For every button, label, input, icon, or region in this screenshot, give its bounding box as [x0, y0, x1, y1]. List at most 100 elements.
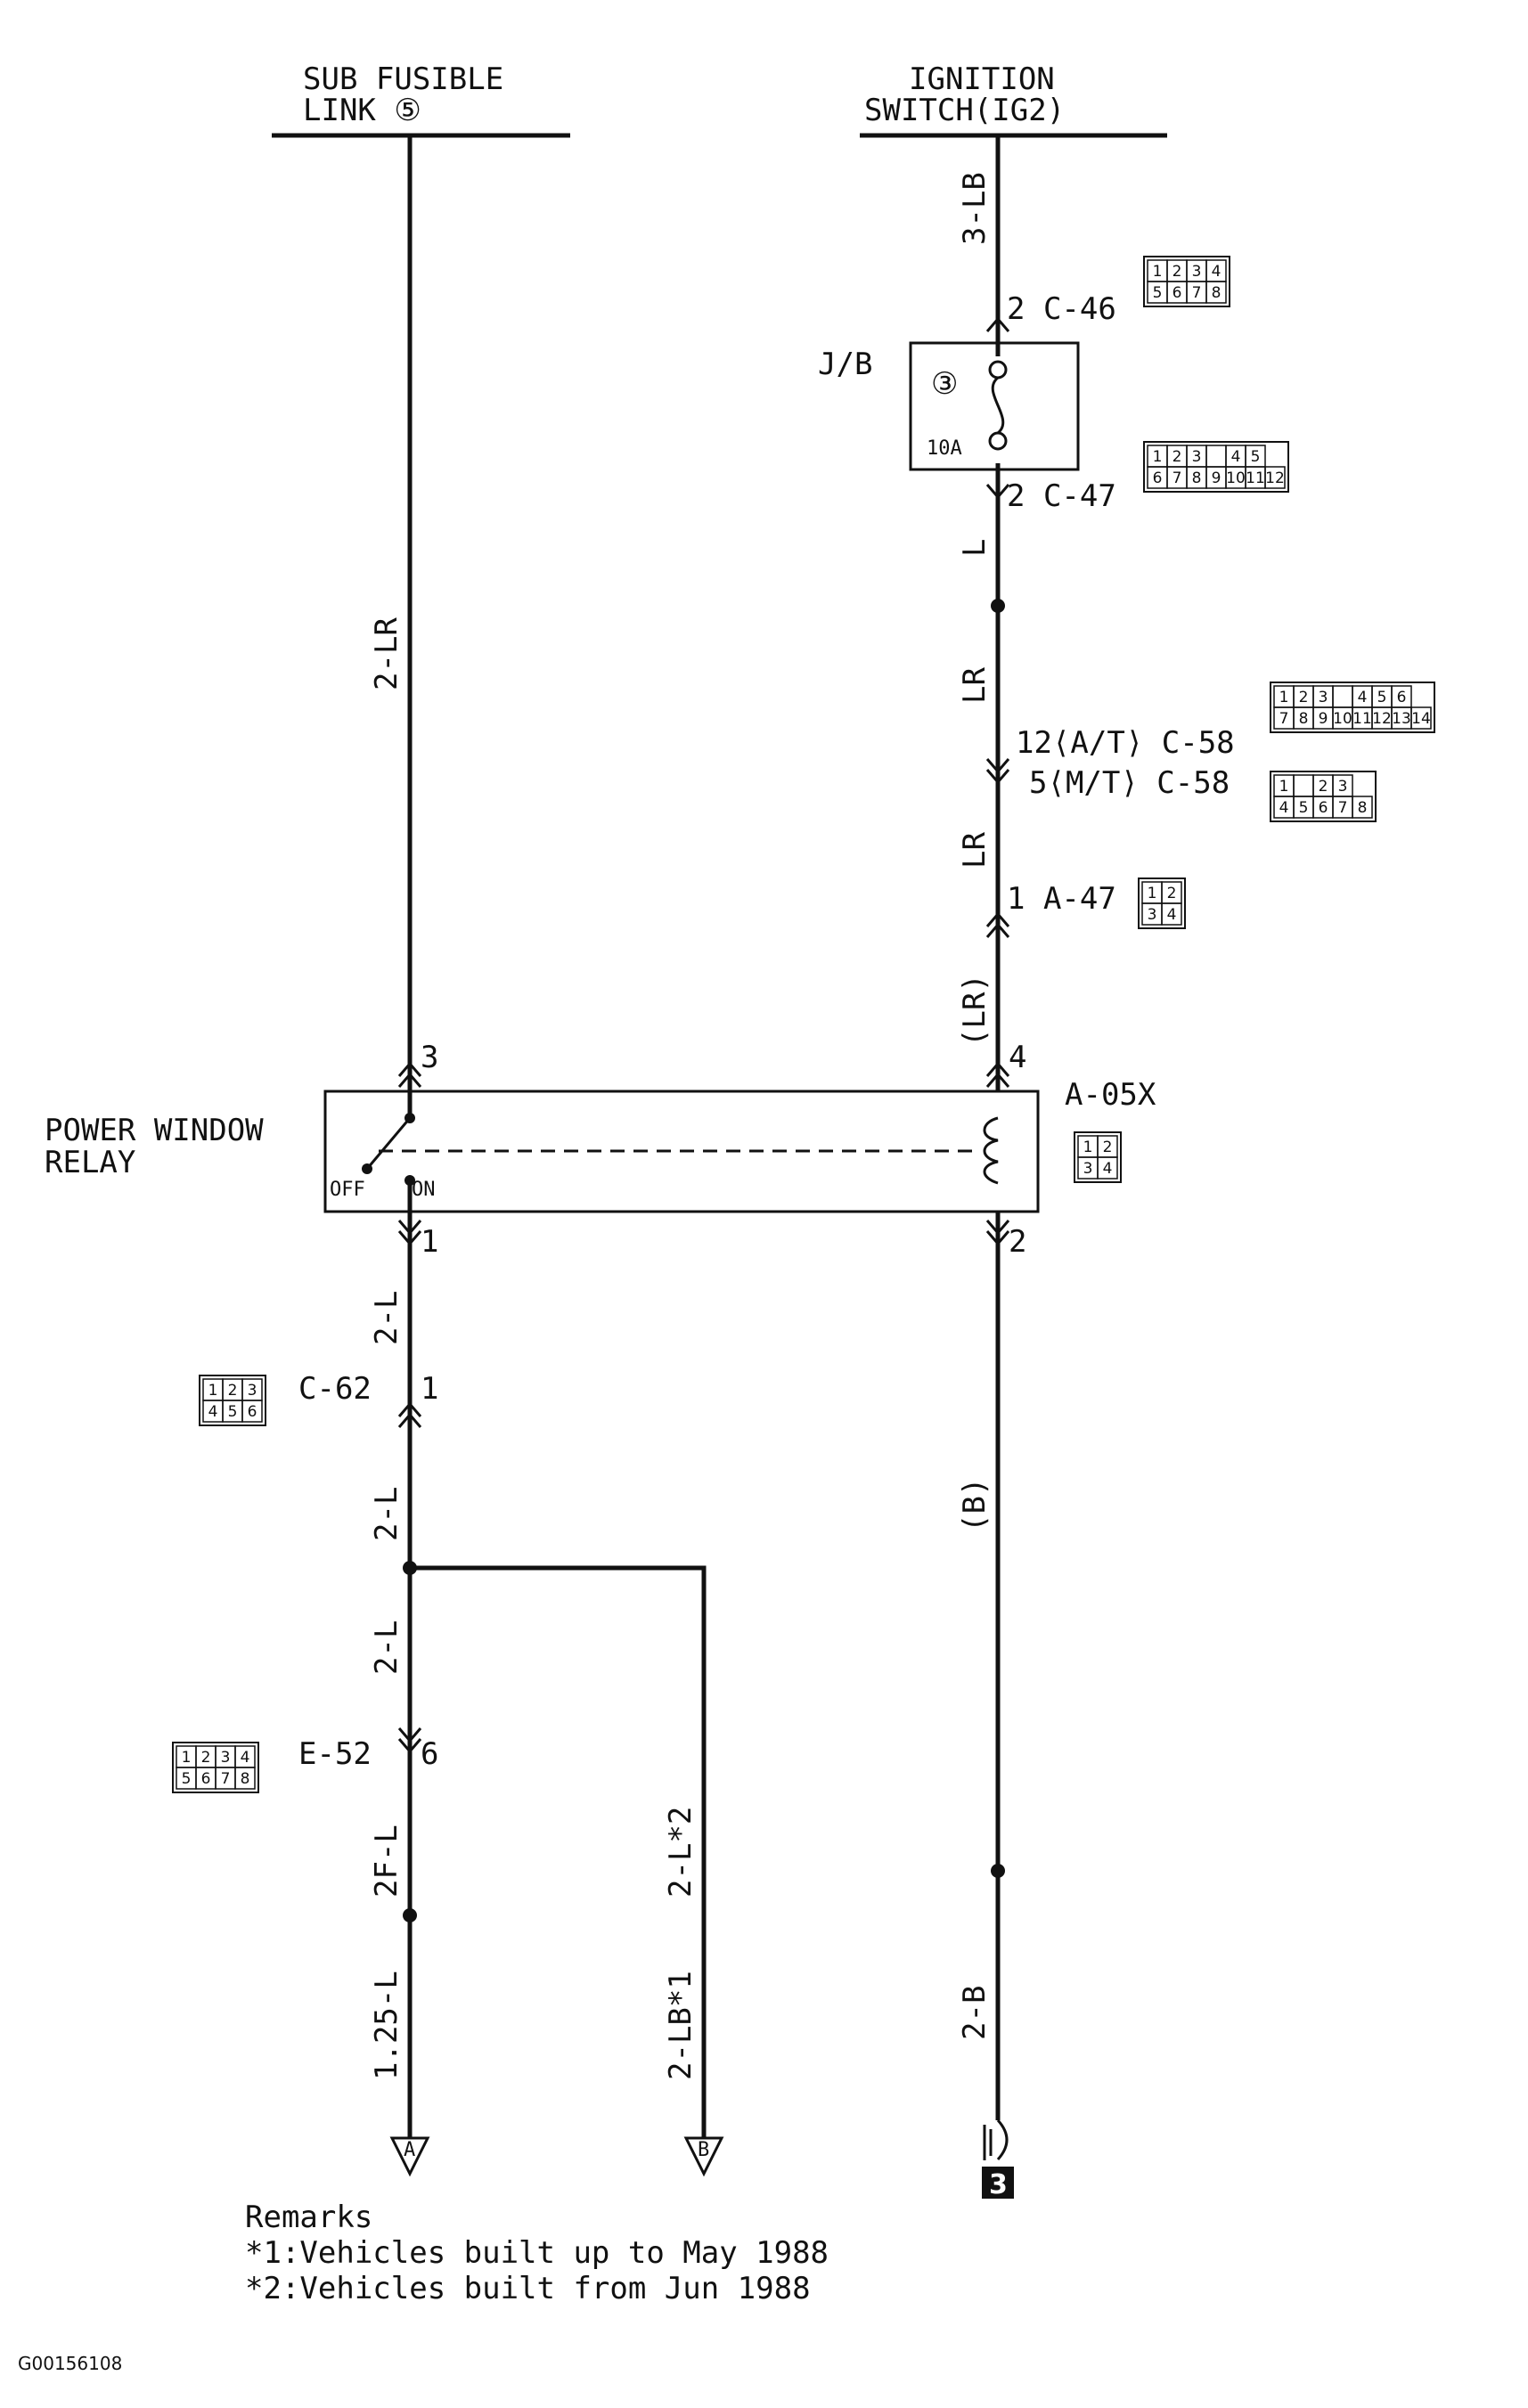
remarks-note-1: *1:Vehicles built up to May 1988 [245, 2235, 829, 2271]
connector-cell-label: 7 [1338, 799, 1348, 817]
splice-left-lower [403, 1908, 417, 1922]
connector-cell-label: 2 [1319, 778, 1328, 796]
pin3-mark [397, 1061, 422, 1088]
connector-cell-label: 3 [1083, 1160, 1093, 1178]
relay-switch-blade [365, 1117, 412, 1170]
a47-mark [985, 911, 1010, 938]
connector-cell-label: 5 [1377, 689, 1387, 706]
connector-pin-c62: 1 [421, 1371, 438, 1407]
connector-cell-label: 11 [1246, 469, 1265, 487]
connector-cell-label: 12 [1265, 469, 1285, 487]
terminal-a: A [389, 2136, 430, 2177]
c62-mark [397, 1401, 422, 1428]
ground-point: 3 [982, 2118, 1014, 2200]
ignition-switch-header: IGNITION SWITCH(IG2) [860, 61, 1167, 138]
ground-icon [983, 2118, 1009, 2161]
connector-cell-label: 2 [1167, 885, 1177, 902]
remarks-note-2: *2:Vehicles built from Jun 1988 [245, 2271, 811, 2306]
sub-fusible-title-line1: SUB FUSIBLE [303, 61, 503, 97]
fuse-terminal-bottom [988, 431, 1008, 451]
connector-cell-label: 3 [221, 1749, 231, 1767]
wire-label-2lr: 2-LR [369, 617, 404, 690]
connector-cell-label: 6 [201, 1770, 211, 1788]
connector-cell-label: 1 [1279, 689, 1289, 706]
connector-cell [234, 1767, 256, 1790]
relay-box [323, 1090, 1040, 1213]
relay-pin-3: 3 [421, 1040, 438, 1075]
connector-cell-label: 2 [201, 1749, 211, 1767]
splice-right-lower [991, 1864, 1005, 1878]
relay-pin-2: 2 [1009, 1224, 1026, 1260]
wire-label-b-paren: (B) [957, 1478, 993, 1532]
wire-labels: 3-LB L LR LR (LR) 2-LR 2-L 2-L 2-L 2F-L … [369, 172, 993, 2080]
connector-label-a05x: A-05X [1065, 1077, 1156, 1113]
terminal-b-label: B [698, 2139, 709, 2161]
connector-cell-label: 6 [1153, 469, 1163, 487]
relay-label-line1: POWER WINDOW [45, 1113, 264, 1148]
wire-label-2l-a: 2-L [369, 1291, 404, 1345]
connector-cell [1161, 902, 1182, 926]
sub-fusible-title-line2: LINK ⑤ [303, 93, 421, 128]
connector-cell-label: 2 [1173, 263, 1182, 281]
connector-cell-label: 5 [1153, 284, 1163, 302]
connector-cell-label: 8 [1212, 284, 1222, 302]
jb-box [909, 341, 1080, 471]
sub-fusible-link-header: SUB FUSIBLE LINK ⑤ [272, 61, 570, 138]
relay-off-label: OFF [330, 1179, 365, 1201]
relay-pin-4: 4 [1009, 1040, 1026, 1075]
connector-cell [1205, 281, 1227, 304]
connector-cell-label: 3 [1192, 263, 1202, 281]
connector-cell [1410, 706, 1432, 730]
connector-cell-label: 10 [1333, 710, 1352, 728]
connector-label-e52: E-52 [298, 1736, 372, 1772]
terminal-a-label: A [404, 2139, 415, 2161]
connector-cell [241, 1400, 263, 1423]
connector-cell-label: 2 [228, 1382, 238, 1400]
connector-cell [1352, 796, 1373, 819]
connector-cell-label: 4 [1103, 1160, 1113, 1178]
wire-branch-b [410, 1565, 707, 2138]
wire-label-lr-top: LR [957, 667, 993, 704]
connector-cell-label: 7 [1279, 710, 1289, 728]
splice-right-upper [991, 599, 1005, 613]
connector-cell-label: 7 [1173, 469, 1182, 487]
connector-cell-label: 12 [1372, 710, 1392, 728]
connector-cell-label: 1 [182, 1749, 192, 1767]
c58-mark [985, 758, 1010, 785]
connector-cell-label: 6 [248, 1403, 257, 1421]
wire-label-2l2: 2-L*2 [663, 1807, 699, 1898]
connector-label-c46: 2 C-46 [1007, 291, 1116, 327]
connector-cell-label: 5 [182, 1770, 192, 1788]
connector-cell-label: 6 [1397, 689, 1407, 706]
connector-cell-label: 3 [1319, 689, 1328, 706]
connector-cell-label: 4 [241, 1749, 250, 1767]
power-window-relay: POWER WINDOW RELAY OFF ON 3 4 1 2 [45, 1040, 1040, 1260]
c46-mark [985, 316, 1010, 332]
e52-mark [397, 1727, 422, 1754]
splice-left [403, 1561, 417, 1575]
connector-cell-label: 1 [1153, 263, 1163, 281]
connector-cell-label: 7 [1192, 284, 1202, 302]
pin1-mark [397, 1220, 422, 1246]
ignition-title-line2: SWITCH(IG2) [864, 93, 1065, 128]
relay-label-line2: RELAY [45, 1145, 135, 1180]
connector-cell-label: 4 [208, 1403, 218, 1421]
ignition-title-line1: IGNITION [909, 61, 1055, 97]
wire-label-3lb: 3-LB [957, 172, 993, 245]
jb-label: J/B [818, 347, 872, 382]
connector-cell-label: 13 [1392, 710, 1411, 728]
connector-cell-label: 1 [208, 1382, 218, 1400]
connector-cell-label: 3 [1148, 906, 1157, 924]
terminal-b: B [683, 2136, 724, 2177]
connector-cell-label: 9 [1319, 710, 1328, 728]
connector-label-a47: 1 A-47 [1007, 881, 1116, 917]
c47-mark [985, 484, 1010, 500]
connector-cell-label: 4 [1358, 689, 1368, 706]
wire-label-2l-c: 2-L [369, 1620, 404, 1675]
connector-cell-label: 10 [1226, 469, 1246, 487]
connector-cell-label: 3 [1338, 778, 1348, 796]
connector-cell-label: 3 [1192, 448, 1202, 466]
terminal-b-triangle [683, 2136, 724, 2177]
